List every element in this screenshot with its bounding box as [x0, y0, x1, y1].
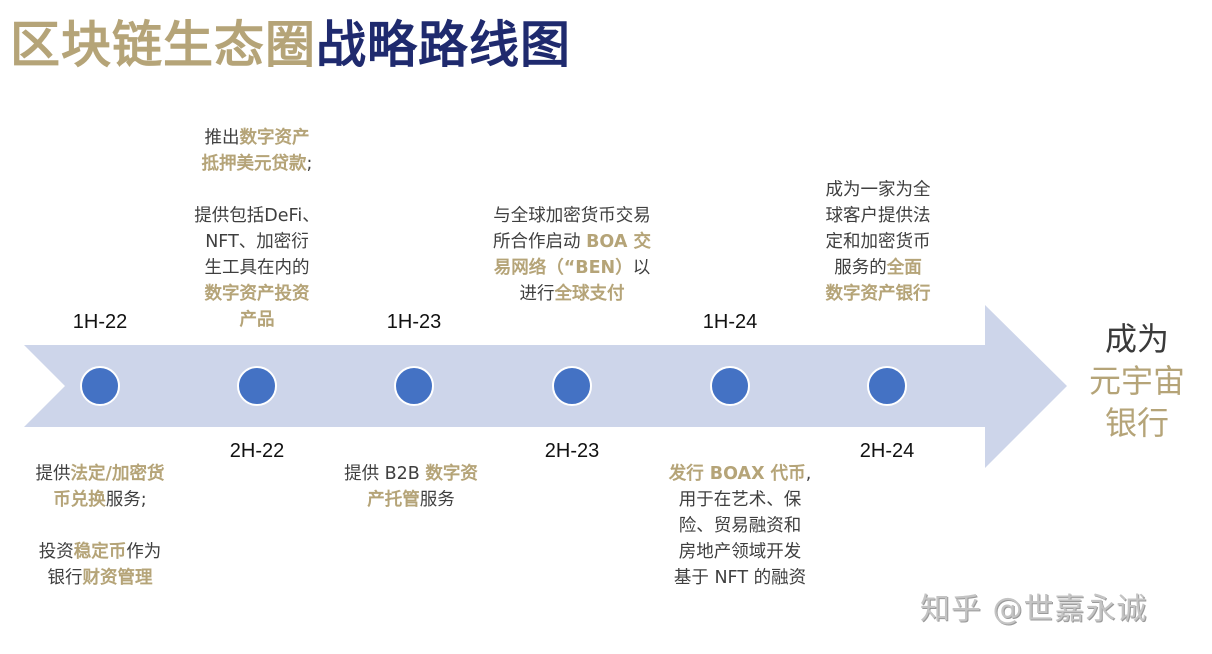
period-label-2H-23: 2H-23	[544, 440, 600, 462]
note-2H-24: 成为一家为全 球客户提供法 定和加密货币 服务的全面 数字资产银行	[808, 177, 948, 307]
note-text: 成为一家为全	[825, 180, 931, 200]
note-highlight: 财资管理	[82, 568, 153, 588]
note-text: NFT、加密衍	[205, 232, 309, 252]
watermark: 知乎 @世嘉永诚	[920, 592, 1148, 627]
note-text: 进行	[519, 284, 555, 304]
note-highlight: 币兑换	[53, 490, 106, 510]
note-highlight: 全球支付	[554, 284, 625, 304]
goal-line-metaverse: 元宇宙	[1088, 362, 1185, 400]
note-text: 作为	[126, 542, 162, 562]
note-text: 基于 NFT 的融资	[673, 568, 807, 588]
period-label-2H-22: 2H-22	[229, 440, 285, 462]
note-2H-23: 与全球加密货币交易 所合作启动 BOA 交 易网络（“BEN）以 进行全球支付	[472, 203, 672, 307]
note-text: 推出	[204, 128, 240, 148]
note-text: 险、贸易融资和	[678, 516, 802, 536]
note-text: 提供 B2B	[344, 464, 426, 484]
milestone-dot-1H-24	[710, 366, 750, 406]
note-text: ;	[306, 154, 313, 174]
goal-line-bank: 银行	[1104, 404, 1169, 442]
period-label-2H-24: 2H-24	[859, 440, 915, 462]
milestone-dot-1H-22	[80, 366, 120, 406]
milestone-dot-2H-24	[867, 366, 907, 406]
goal-statement: 成为 元宇宙 银行	[1078, 318, 1196, 444]
milestone-dot-1H-23	[394, 366, 434, 406]
period-label-1H-22: 1H-22	[72, 311, 128, 333]
title-part-ecosystem: 区块链生态圈	[10, 16, 316, 74]
note-text: 投资	[38, 542, 74, 562]
note-text: 与全球加密货币交易	[493, 206, 651, 226]
note-text: 房地产领域开发	[678, 542, 802, 562]
note-text: 提供	[35, 464, 71, 484]
note-highlight: 产托管	[367, 490, 420, 510]
note-1H-24: 发行 BOAX 代币, 用于在艺术、保 险、贸易融资和 房地产领域开发 基于 N…	[650, 461, 830, 591]
title-part-roadmap: 战略路线图	[316, 16, 571, 74]
note-text: 服务的	[834, 258, 887, 278]
note-highlight: 法定/加密货	[70, 464, 165, 484]
note-text: 服务	[419, 490, 455, 510]
note-text: ,	[805, 464, 812, 484]
note-2H-22: 推出数字资产 抵押美元贷款; 提供包括DeFi、 NFT、加密衍 生工具在内的 …	[187, 125, 327, 333]
note-text: 提供包括DeFi、	[194, 206, 320, 226]
note-highlight: 稳定币	[73, 542, 127, 562]
note-highlight: 抵押美元贷款	[201, 154, 307, 174]
note-text: 以	[632, 258, 651, 278]
note-text: 用于在艺术、保	[678, 490, 802, 510]
note-highlight: 发行 BOAX 代币	[668, 464, 806, 484]
note-text: 所合作启动	[493, 232, 587, 252]
note-highlight: BOA 交	[586, 232, 651, 252]
note-highlight: 全面	[886, 258, 922, 278]
goal-line-become: 成为	[1104, 320, 1169, 358]
note-text: 服务;	[105, 490, 147, 510]
note-text: 球客户提供法	[825, 206, 931, 226]
note-1H-23: 提供 B2B 数字资 产托管服务	[326, 461, 496, 513]
milestone-dot-2H-22	[237, 366, 277, 406]
note-highlight: 产品	[239, 310, 275, 330]
note-1H-22: 提供法定/加密货 币兑换服务; 投资稳定币作为 银行财资管理	[30, 461, 170, 591]
page-title: 区块链生态圈战略路线图	[10, 12, 571, 78]
milestone-dot-2H-23	[552, 366, 592, 406]
note-text: 银行	[47, 568, 83, 588]
period-label-1H-24: 1H-24	[702, 311, 758, 333]
note-highlight: 数字资产银行	[825, 284, 931, 304]
timeline-arrow-shape	[24, 305, 1067, 468]
note-highlight: 数字资产投资	[204, 284, 310, 304]
note-highlight: 易网络（“BEN）	[493, 258, 633, 278]
period-label-1H-23: 1H-23	[386, 311, 442, 333]
note-highlight: 数字资产	[239, 128, 310, 148]
note-highlight: 数字资	[425, 464, 478, 484]
note-text: 定和加密货币	[825, 232, 931, 252]
note-text: 生工具在内的	[204, 258, 310, 278]
